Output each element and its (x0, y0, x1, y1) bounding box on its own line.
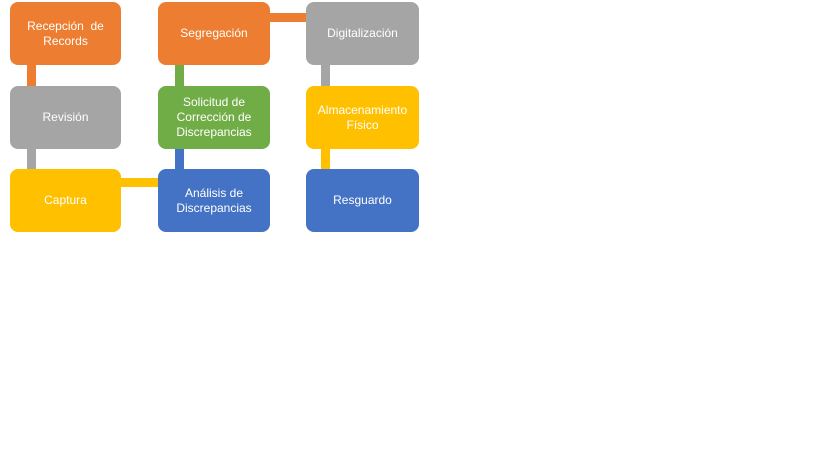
node-label-segregacion: Segregación (180, 26, 248, 40)
node-segregacion: Segregación (158, 2, 270, 65)
node-almacenamiento-fisico: Almacenamiento Físico (306, 86, 419, 149)
node-analisis-de-discrepancias: Análisis de Discrepancias (158, 169, 270, 232)
node-label-almacenamiento-fisico: Almacenamiento Físico (317, 102, 408, 132)
connector-almacenamiento-to-resguardo (321, 141, 330, 173)
node-label-analisis-de-discrepancias: Análisis de Discrepancias (176, 185, 252, 215)
node-label-recepcion-de-records: Recepción de Records (27, 18, 104, 48)
connector-digitalizacion-to-almacenamiento (321, 58, 330, 90)
node-recepcion-de-records: Recepción de Records (10, 2, 121, 65)
node-captura: Captura (10, 169, 121, 232)
node-solicitud-de-correccion: Solicitud de Corrección de Discrepancias (158, 86, 270, 149)
connector-segregacion-to-digitalizacion (264, 13, 310, 22)
node-resguardo: Resguardo (306, 169, 419, 232)
connector-recepcion-to-revision (27, 58, 36, 90)
connector-captura-to-analisis (116, 178, 162, 187)
node-label-resguardo: Resguardo (333, 193, 392, 207)
node-label-digitalizacion: Digitalización (327, 26, 398, 40)
node-digitalizacion: Digitalización (306, 2, 419, 65)
node-revision: Revisión (10, 86, 121, 149)
connector-analisis-to-solicitud (175, 141, 184, 173)
node-label-revision: Revisión (42, 110, 89, 124)
connector-solicitud-to-segregacion (175, 58, 184, 90)
node-label-captura: Captura (44, 193, 87, 207)
node-label-solicitud-de-correccion: Solicitud de Corrección de Discrepancias (176, 95, 252, 139)
connector-revision-to-captura (27, 141, 36, 173)
